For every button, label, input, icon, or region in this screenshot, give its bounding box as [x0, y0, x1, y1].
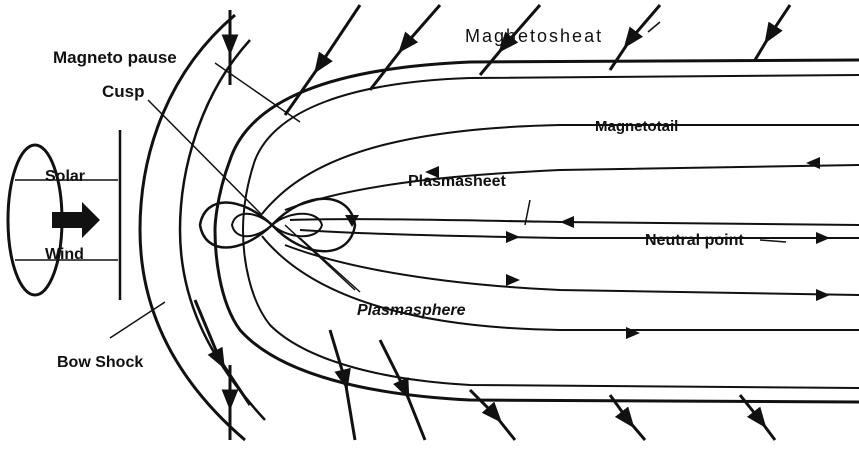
dipole-loop-left-outer	[200, 203, 272, 248]
arrow-lower-1	[506, 274, 520, 286]
magnetopause-lower	[215, 230, 859, 402]
arrow-dipole	[345, 215, 359, 227]
magnetopause-upper	[215, 60, 859, 230]
plasmasheet-center-line	[290, 219, 859, 225]
magnetopause-lower-inner	[243, 230, 859, 388]
field-line-upper-2	[285, 165, 859, 210]
label-plasmasphere: Plasmasphere	[357, 302, 466, 320]
solar-wind-arrow	[52, 202, 100, 238]
dipole-loop-right-outer	[272, 199, 355, 252]
label-magnetotail: Magnetotail	[595, 118, 678, 135]
leader-plasmasphere-1	[285, 225, 355, 290]
arrow-lower-2	[816, 289, 830, 301]
arrow-center	[506, 231, 520, 243]
leader-neutral-point	[760, 240, 786, 242]
dipole-loop-left-inner	[232, 214, 272, 237]
arrow-plasmasheet	[560, 216, 574, 228]
imf-line-top-5	[755, 5, 790, 60]
field-line-lower-2	[285, 245, 859, 295]
label-cusp: Cusp	[102, 82, 145, 102]
magnetopause-upper-inner	[243, 75, 859, 230]
label-solar: Solar	[45, 168, 85, 186]
label-magnetosheath: Maghetosheat	[465, 26, 603, 47]
leader-cusp	[148, 100, 262, 215]
imf-line-bottom-2	[380, 340, 425, 440]
arrow-upper-2	[806, 157, 820, 169]
label-magnetopause: Magneto pause	[53, 48, 177, 68]
leader-magnetosheath	[648, 22, 660, 32]
label-bow-shock: Bow Shock	[57, 354, 143, 372]
leader-magnetopause	[215, 63, 300, 122]
label-wind: Wind	[45, 246, 84, 264]
imf-line-bottom-3	[470, 390, 515, 440]
label-plasmasheet: Plasmasheet	[408, 173, 506, 191]
field-line-lower-1	[262, 236, 859, 330]
arrow-lower-3	[626, 327, 640, 339]
bow-shock-arrow-lower	[195, 300, 250, 405]
arrow-neutral	[816, 232, 830, 244]
plasmasheet-center-line-2	[300, 230, 859, 238]
imf-line-top-2	[370, 5, 440, 90]
label-neutral-point: Neutral point	[645, 232, 744, 250]
imf-line-top-1	[285, 5, 360, 115]
